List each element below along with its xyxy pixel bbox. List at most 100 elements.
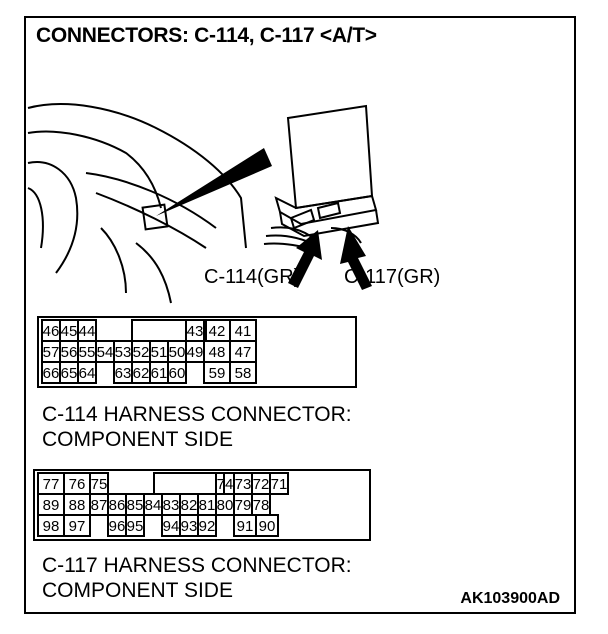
dashboard-ecu-illustration <box>27 103 380 304</box>
c117-pin-cell <box>125 514 145 537</box>
c117-pin-cell <box>251 472 271 495</box>
c114-pin-label: 65 <box>61 365 78 382</box>
c114-pin-cell <box>229 361 257 384</box>
c117-pin-label: 98 <box>43 518 60 535</box>
c114-pin-label: 62 <box>133 365 150 382</box>
diagram-title: CONNECTORS: C-114, C-117 <A/T> <box>36 24 377 47</box>
c117-pin-label: 85 <box>127 497 144 514</box>
c117-pin-label: 77 <box>43 476 60 493</box>
c114-pin-label: 47 <box>235 344 252 361</box>
c117-caption-line1: C-117 HARNESS CONNECTOR: <box>42 554 352 577</box>
c114-pin-label: 44 <box>79 323 96 340</box>
c117-pin-label: 89 <box>43 497 60 514</box>
c114-pin-cell <box>229 319 257 342</box>
c114-pin-cell <box>185 340 205 363</box>
c117-caption-line2: COMPONENT SIDE <box>42 579 233 602</box>
c114-housing <box>37 316 357 388</box>
c114-pin-cell <box>59 340 79 363</box>
c117-pin-label: 80 <box>217 497 234 514</box>
c114-pin-cell <box>203 319 231 342</box>
c117-pin-cell <box>37 493 65 516</box>
c114-key-outline <box>131 319 207 341</box>
c117-pin-label: 95 <box>127 518 144 535</box>
c117-pin-cell <box>63 472 91 495</box>
c114-pin-label: 58 <box>235 365 252 382</box>
c117-pin-label: 73 <box>235 476 252 493</box>
c114-pin-cell <box>77 319 97 342</box>
c117-pin-label: 71 <box>271 476 288 493</box>
c117-pin-cell <box>37 514 65 537</box>
c117-pin-label: 74 <box>217 476 234 493</box>
c117-pin-label: 78 <box>253 497 270 514</box>
c117-label: C-117(GR) <box>344 266 441 288</box>
diagram-frame: CONNECTORS: C-114, C-117 <A/T> <box>24 16 576 614</box>
c114-pin-cell <box>41 340 61 363</box>
c114-label: C-114(GR) <box>204 266 301 288</box>
c114-caption-line1: C-114 HARNESS CONNECTOR: <box>42 403 352 426</box>
c117-pin-label: 88 <box>69 497 86 514</box>
c114-pin-cell <box>113 361 133 384</box>
figure-code: AK103900AD <box>460 590 560 607</box>
c117-pin-cell <box>197 493 217 516</box>
c114-pin-label: 55 <box>79 344 96 361</box>
c114-pin-label: 63 <box>115 365 132 382</box>
c117-pin-cell <box>107 514 127 537</box>
c117-pin-cell <box>63 493 91 516</box>
c117-pin-label: 72 <box>253 476 270 493</box>
c117-pin-cell <box>125 493 145 516</box>
c117-pin-label: 97 <box>69 518 86 535</box>
c117-pin-label: 96 <box>109 518 126 535</box>
c117-pin-label: 90 <box>259 518 276 535</box>
c117-pin-cell <box>255 514 279 537</box>
c114-pin-label: 43 <box>187 323 204 340</box>
c117-pin-cell <box>37 472 65 495</box>
c114-pin-cell <box>41 361 61 384</box>
c114-pin-label: 52 <box>133 344 150 361</box>
c114-pin-cell <box>59 319 79 342</box>
c117-pin-cell <box>161 493 181 516</box>
c114-pin-cell <box>203 340 231 363</box>
c114-pin-cell <box>149 340 169 363</box>
c114-pin-label: 46 <box>43 323 60 340</box>
c114-pin-cell <box>95 340 115 363</box>
c114-pin-cell <box>77 340 97 363</box>
c114-pin-cell <box>77 361 97 384</box>
c117-pin-label: 83 <box>163 497 180 514</box>
c114-pin-label: 53 <box>115 344 132 361</box>
c117-pin-label: 81 <box>199 497 216 514</box>
c114-pin-cell <box>131 361 151 384</box>
c117-key-outline <box>153 472 225 494</box>
c114-pin-label: 48 <box>209 344 226 361</box>
c117-pin-label: 87 <box>91 497 108 514</box>
c117-pin-label: 92 <box>199 518 216 535</box>
c114-pin-cell <box>41 319 61 342</box>
c114-pin-cell <box>229 340 257 363</box>
c114-pin-cell <box>167 361 187 384</box>
c117-pin-label: 79 <box>235 497 252 514</box>
c117-pin-label: 93 <box>181 518 198 535</box>
c117-pin-cell <box>89 472 109 495</box>
c114-pin-cell <box>59 361 79 384</box>
c117-pin-label: 94 <box>163 518 180 535</box>
c114-pin-cell <box>131 340 151 363</box>
c117-pin-label: 76 <box>69 476 86 493</box>
c114-pin-cell <box>203 361 231 384</box>
c117-pin-cell <box>63 514 91 537</box>
c117-pin-label: 82 <box>181 497 198 514</box>
c114-caption: C-114 HARNESS CONNECTOR: COMPONENT SIDE <box>42 402 352 452</box>
c117-pin-label: 91 <box>237 518 254 535</box>
c114-pin-label: 50 <box>169 344 186 361</box>
c114-pin-cell <box>149 361 169 384</box>
c114-pin-cell <box>113 340 133 363</box>
c117-pin-cell <box>215 472 235 495</box>
c114-pin-label: 60 <box>169 365 186 382</box>
c117-pin-cell <box>251 493 271 516</box>
c114-pin-label: 54 <box>97 344 114 361</box>
c117-pin-cell <box>233 493 253 516</box>
c114-pin-cell <box>167 340 187 363</box>
c114-pin-label: 57 <box>43 344 60 361</box>
c114-pin-label: 51 <box>151 344 168 361</box>
c114-pin-label: 42 <box>209 323 226 340</box>
c114-pin-label: 59 <box>209 365 226 382</box>
